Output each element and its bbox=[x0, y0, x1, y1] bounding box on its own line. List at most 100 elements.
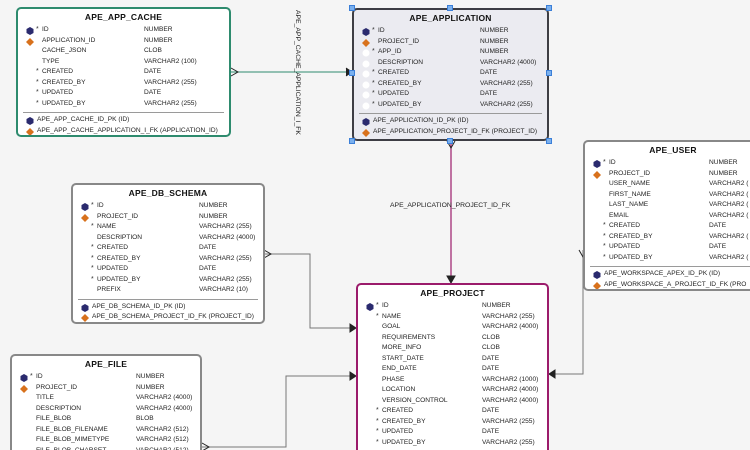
selection-handle[interactable] bbox=[349, 5, 355, 11]
key-row[interactable]: APE_APP_CACHE_ID_PK (ID) bbox=[18, 115, 229, 126]
pk-icon bbox=[26, 27, 34, 35]
selection-handle[interactable] bbox=[447, 5, 453, 11]
column-type: VARCHAR2 (255) bbox=[199, 223, 252, 230]
column-name: DESCRIPTION bbox=[378, 58, 424, 66]
link-db-schema-project[interactable] bbox=[263, 249, 357, 333]
selection-handle[interactable] bbox=[546, 138, 552, 144]
link-file-project[interactable] bbox=[201, 371, 357, 450]
key-row[interactable]: APE_DB_SCHEMA_PROJECT_ID_FK (PROJECT_ID) bbox=[73, 312, 263, 322]
selection-handle[interactable] bbox=[546, 5, 552, 11]
link-application-project[interactable] bbox=[446, 140, 456, 285]
column-name: START_DATE bbox=[382, 354, 424, 362]
key-row[interactable]: APE_WORKSPACE_APEX_ID_PK (ID) bbox=[585, 269, 750, 280]
selection-handle[interactable] bbox=[349, 70, 355, 76]
required-marker: * bbox=[91, 275, 94, 283]
key-row[interactable]: APE_DB_SCHEMA_ID_PK (ID) bbox=[73, 302, 263, 313]
link-app-cache-application[interactable] bbox=[230, 67, 353, 77]
selection-handle[interactable] bbox=[447, 138, 453, 144]
ux-icon bbox=[362, 60, 370, 68]
key-row[interactable]: APE_APPLICATION_ID_PK (ID) bbox=[354, 116, 547, 127]
key-row[interactable]: APE_APPLICATION_PROJECT_ID_FK (PROJECT_I… bbox=[354, 127, 547, 138]
fk-icon bbox=[26, 127, 34, 135]
fk-icon bbox=[593, 281, 601, 289]
column-name: FIRST_NAME bbox=[609, 190, 651, 198]
selection-handle[interactable] bbox=[546, 70, 552, 76]
column-type: NUMBER bbox=[144, 26, 173, 33]
column-marker bbox=[593, 234, 601, 242]
column-type: VARCHAR2 ( bbox=[709, 201, 749, 208]
column-marker bbox=[366, 377, 374, 385]
key-row[interactable]: APE_WORKSPACE_A_PROJECT_ID_FK (PRO bbox=[585, 280, 750, 289]
keys-divider bbox=[359, 113, 542, 114]
key-row[interactable]: APE_APP_CACHE_APPLICATION_I_FK (APPLICAT… bbox=[18, 126, 229, 135]
column-marker bbox=[81, 277, 89, 285]
selection-handle[interactable] bbox=[349, 138, 355, 144]
link-user-project[interactable] bbox=[548, 249, 588, 379]
